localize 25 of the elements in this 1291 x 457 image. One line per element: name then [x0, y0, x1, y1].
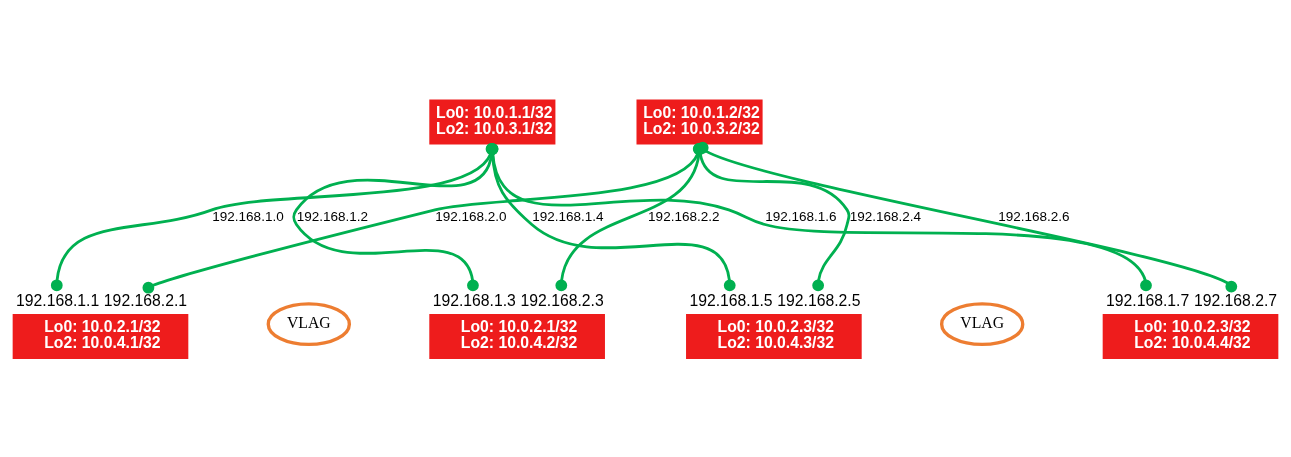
node-box: Lo0: 10.0.2.3/32 Lo2: 10.0.4.3/32 [686, 313, 862, 359]
node-box: Lo0: 10.0.2.1/32 Lo2: 10.0.4.1/32 [12, 313, 189, 359]
node-label: 192.168.1.7 [1106, 291, 1190, 309]
node-box: Lo0: 10.0.2.1/32 Lo2: 10.0.4.2/32 [429, 313, 605, 359]
node-box: Lo0: 10.0.2.3/32 Lo2: 10.0.4.4/32 [1102, 313, 1279, 359]
node-ellipse: VLAG [266, 301, 352, 346]
node-label: 192.168.2.1 [103, 291, 188, 309]
edge-label: 192.168.1.2 [296, 208, 369, 224]
edge-label: 192.168.2.4 [849, 208, 922, 224]
edge-label: 192.168.2.6 [998, 208, 1070, 224]
node-box: Lo0: 10.0.1.1/32 Lo2: 10.0.3.1/32 [429, 99, 556, 145]
edge-label: 192.168.1.6 [765, 208, 837, 224]
node-label: 192.168.2.5 [777, 291, 861, 309]
connector [696, 141, 1238, 292]
edge-label: 192.168.2.0 [435, 208, 507, 224]
node-label: 192.168.1.1 [16, 291, 100, 309]
edge-label: 192.168.1.4 [532, 208, 604, 224]
node-label: 192.168.1.5 [689, 291, 773, 309]
node-label: 192.168.2.3 [520, 291, 604, 309]
edge-label: 192.168.1.0 [212, 208, 284, 224]
node-box: Lo0: 10.0.1.2/32 Lo2: 10.0.3.2/32 [636, 99, 763, 145]
node-ellipse: VLAG [939, 301, 1025, 346]
node-label: 192.168.1.3 [432, 291, 516, 309]
edge-label: 192.168.2.2 [648, 208, 720, 224]
node-label: 192.168.2.7 [1193, 291, 1278, 309]
